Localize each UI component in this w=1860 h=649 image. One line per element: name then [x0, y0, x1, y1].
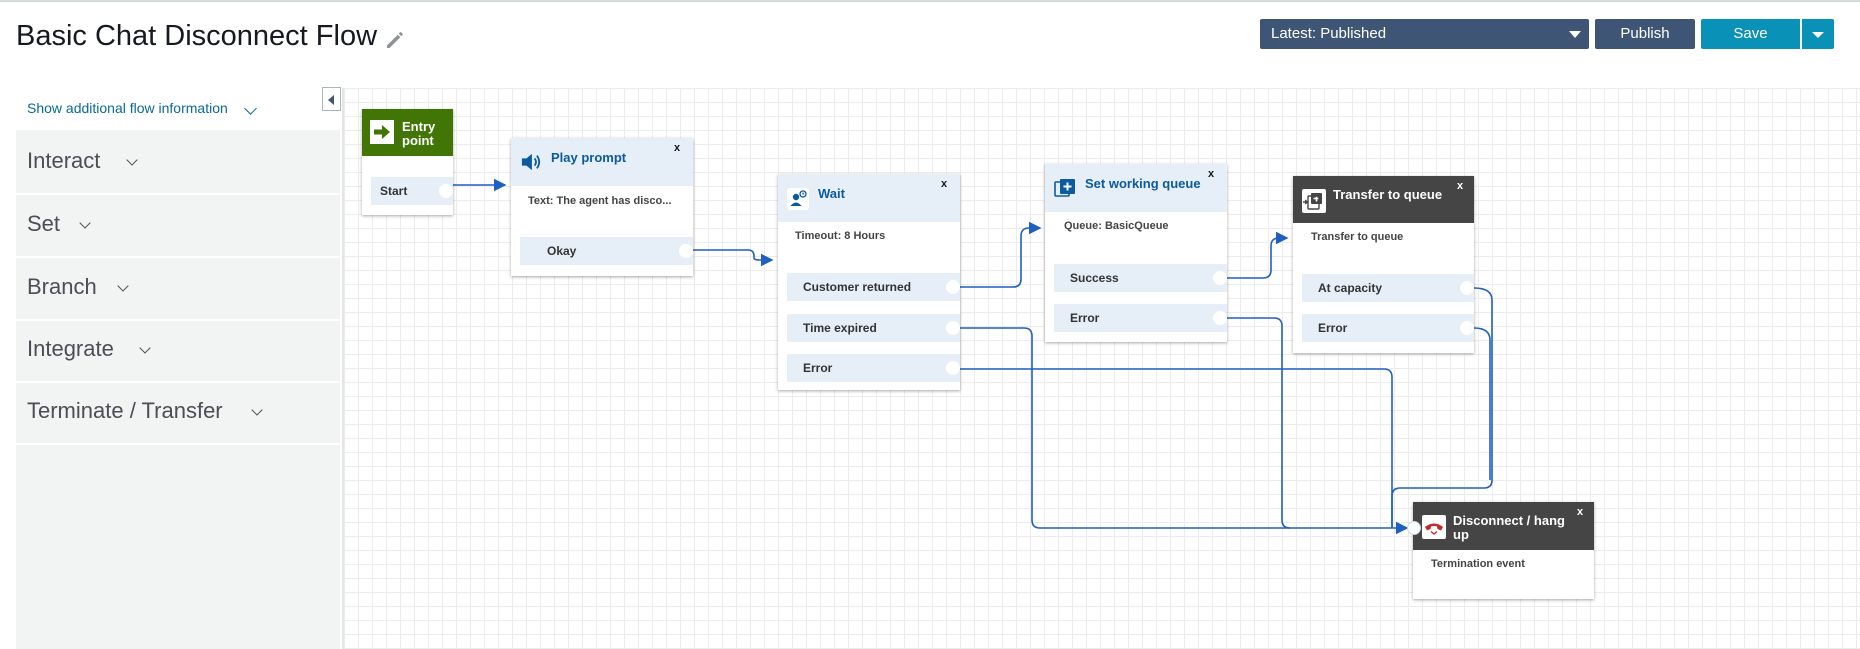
- disconnect-block[interactable]: Disconnect / hang up x Termination event: [1413, 502, 1594, 599]
- close-icon[interactable]: x: [941, 178, 948, 190]
- branch-label: Time expired: [803, 321, 877, 335]
- branch-error[interactable]: Error: [1054, 304, 1227, 332]
- category-interact[interactable]: Interact: [16, 132, 340, 195]
- chevron-down-icon: [244, 102, 257, 115]
- category-branch[interactable]: Branch: [16, 258, 340, 321]
- speaker-icon: [521, 153, 541, 171]
- chevron-down-icon: [1812, 32, 1824, 38]
- branch-label: Start: [380, 184, 408, 198]
- wait-block[interactable]: Wait x Timeout: 8 Hours Customer returne…: [778, 174, 960, 390]
- version-select-value: Latest: Published: [1271, 25, 1387, 42]
- branch-port[interactable]: [679, 244, 693, 258]
- chevron-down-icon: [251, 404, 263, 416]
- block-title: Set working queue: [1085, 176, 1201, 191]
- branch-label: Customer returned: [803, 280, 912, 294]
- branch-port[interactable]: [946, 321, 960, 335]
- entry-point-block[interactable]: Entry point Start: [362, 109, 453, 215]
- close-icon[interactable]: x: [674, 142, 681, 154]
- chevron-down-icon: [79, 217, 91, 229]
- block-title: Play prompt: [551, 150, 627, 165]
- block-title: Wait: [818, 186, 845, 201]
- branch-label: Okay: [547, 244, 577, 258]
- page-title: Basic Chat Disconnect Flow: [16, 20, 378, 52]
- branch-port[interactable]: [946, 361, 960, 375]
- category-label: Terminate / Transfer: [27, 398, 223, 423]
- block-header: Set working queue x: [1045, 164, 1227, 212]
- disconnect-input-port[interactable]: [1407, 521, 1421, 535]
- category-label: Integrate: [27, 336, 114, 361]
- collapse-sidebar-button[interactable]: [322, 87, 341, 111]
- branch-port[interactable]: [439, 184, 453, 198]
- block-title: Disconnect / hang up: [1453, 513, 1565, 542]
- branch-port[interactable]: [1460, 281, 1474, 295]
- category-label: Interact: [27, 148, 101, 173]
- hang-up-icon: [1422, 515, 1446, 539]
- block-description: Termination event: [1431, 558, 1525, 570]
- branch-label: Error: [803, 361, 833, 375]
- category-integrate[interactable]: Integrate: [16, 320, 340, 383]
- category-label: Branch: [27, 274, 97, 299]
- block-description: Timeout: 8 Hours: [795, 230, 886, 242]
- collapse-left-icon: [328, 95, 334, 105]
- branch-port[interactable]: [1213, 311, 1227, 325]
- branch-port[interactable]: [1213, 271, 1227, 285]
- play-prompt-block[interactable]: Play prompt x Text: The agent has disco.…: [511, 138, 693, 276]
- branch-okay[interactable]: Okay: [520, 237, 693, 265]
- publish-button[interactable]: Publish: [1595, 19, 1695, 49]
- block-title: Entry point: [402, 119, 436, 148]
- branch-success[interactable]: Success: [1054, 264, 1227, 292]
- chevron-down-icon: [126, 154, 138, 166]
- branch-customer-returned[interactable]: Customer returned: [787, 273, 960, 301]
- branch-label: Error: [1318, 321, 1348, 335]
- block-header: Play prompt x: [511, 138, 693, 186]
- category-set[interactable]: Set: [16, 195, 340, 258]
- chevron-down-icon: [139, 342, 151, 354]
- add-box-icon: [1054, 179, 1075, 197]
- block-library-sidebar: Show additional flow information Interac…: [16, 88, 340, 649]
- branch-error[interactable]: Error: [1302, 314, 1474, 342]
- block-description: Queue: BasicQueue: [1064, 220, 1169, 232]
- branch-error[interactable]: Error: [787, 354, 960, 382]
- category-label: Set: [27, 211, 61, 236]
- chevron-down-icon: [1569, 31, 1581, 38]
- branch-port[interactable]: [946, 280, 960, 294]
- top-border: [0, 0, 1860, 2]
- transfer-icon: [1302, 189, 1326, 213]
- version-select[interactable]: Latest: Published: [1260, 19, 1589, 49]
- save-options-button[interactable]: [1802, 19, 1834, 49]
- branch-start[interactable]: Start: [371, 177, 453, 205]
- branch-time-expired[interactable]: Time expired: [787, 314, 960, 342]
- chevron-down-icon: [117, 280, 129, 292]
- block-header: Entry point: [362, 109, 453, 156]
- close-icon[interactable]: x: [1577, 506, 1584, 518]
- flow-info-row: Show additional flow information: [16, 88, 340, 130]
- block-header: Transfer to queue x: [1293, 176, 1474, 223]
- block-title: Transfer to queue: [1333, 187, 1443, 202]
- show-flow-info-link[interactable]: Show additional flow information: [27, 100, 228, 116]
- category-terminate-transfer[interactable]: Terminate / Transfer: [16, 382, 340, 445]
- save-button[interactable]: Save: [1701, 19, 1800, 49]
- block-header: Wait x: [778, 174, 960, 222]
- block-description: Text: The agent has disco...: [528, 195, 672, 207]
- wait-icon: [787, 188, 809, 210]
- pencil-icon[interactable]: [383, 28, 407, 52]
- block-description: Transfer to queue: [1311, 231, 1404, 243]
- block-header: Disconnect / hang up x: [1413, 502, 1594, 550]
- branch-at-capacity[interactable]: At capacity: [1302, 274, 1474, 302]
- branch-label: Error: [1070, 311, 1100, 325]
- close-icon[interactable]: x: [1457, 180, 1464, 192]
- branch-port[interactable]: [1460, 321, 1474, 335]
- transfer-to-queue-block[interactable]: Transfer to queue x Transfer to queue At…: [1293, 176, 1474, 353]
- branch-label: At capacity: [1318, 281, 1383, 295]
- arrow-right-icon: [370, 120, 394, 144]
- close-icon[interactable]: x: [1208, 168, 1215, 180]
- set-working-queue-block[interactable]: Set working queue x Queue: BasicQueue Su…: [1045, 164, 1227, 342]
- branch-label: Success: [1070, 271, 1119, 285]
